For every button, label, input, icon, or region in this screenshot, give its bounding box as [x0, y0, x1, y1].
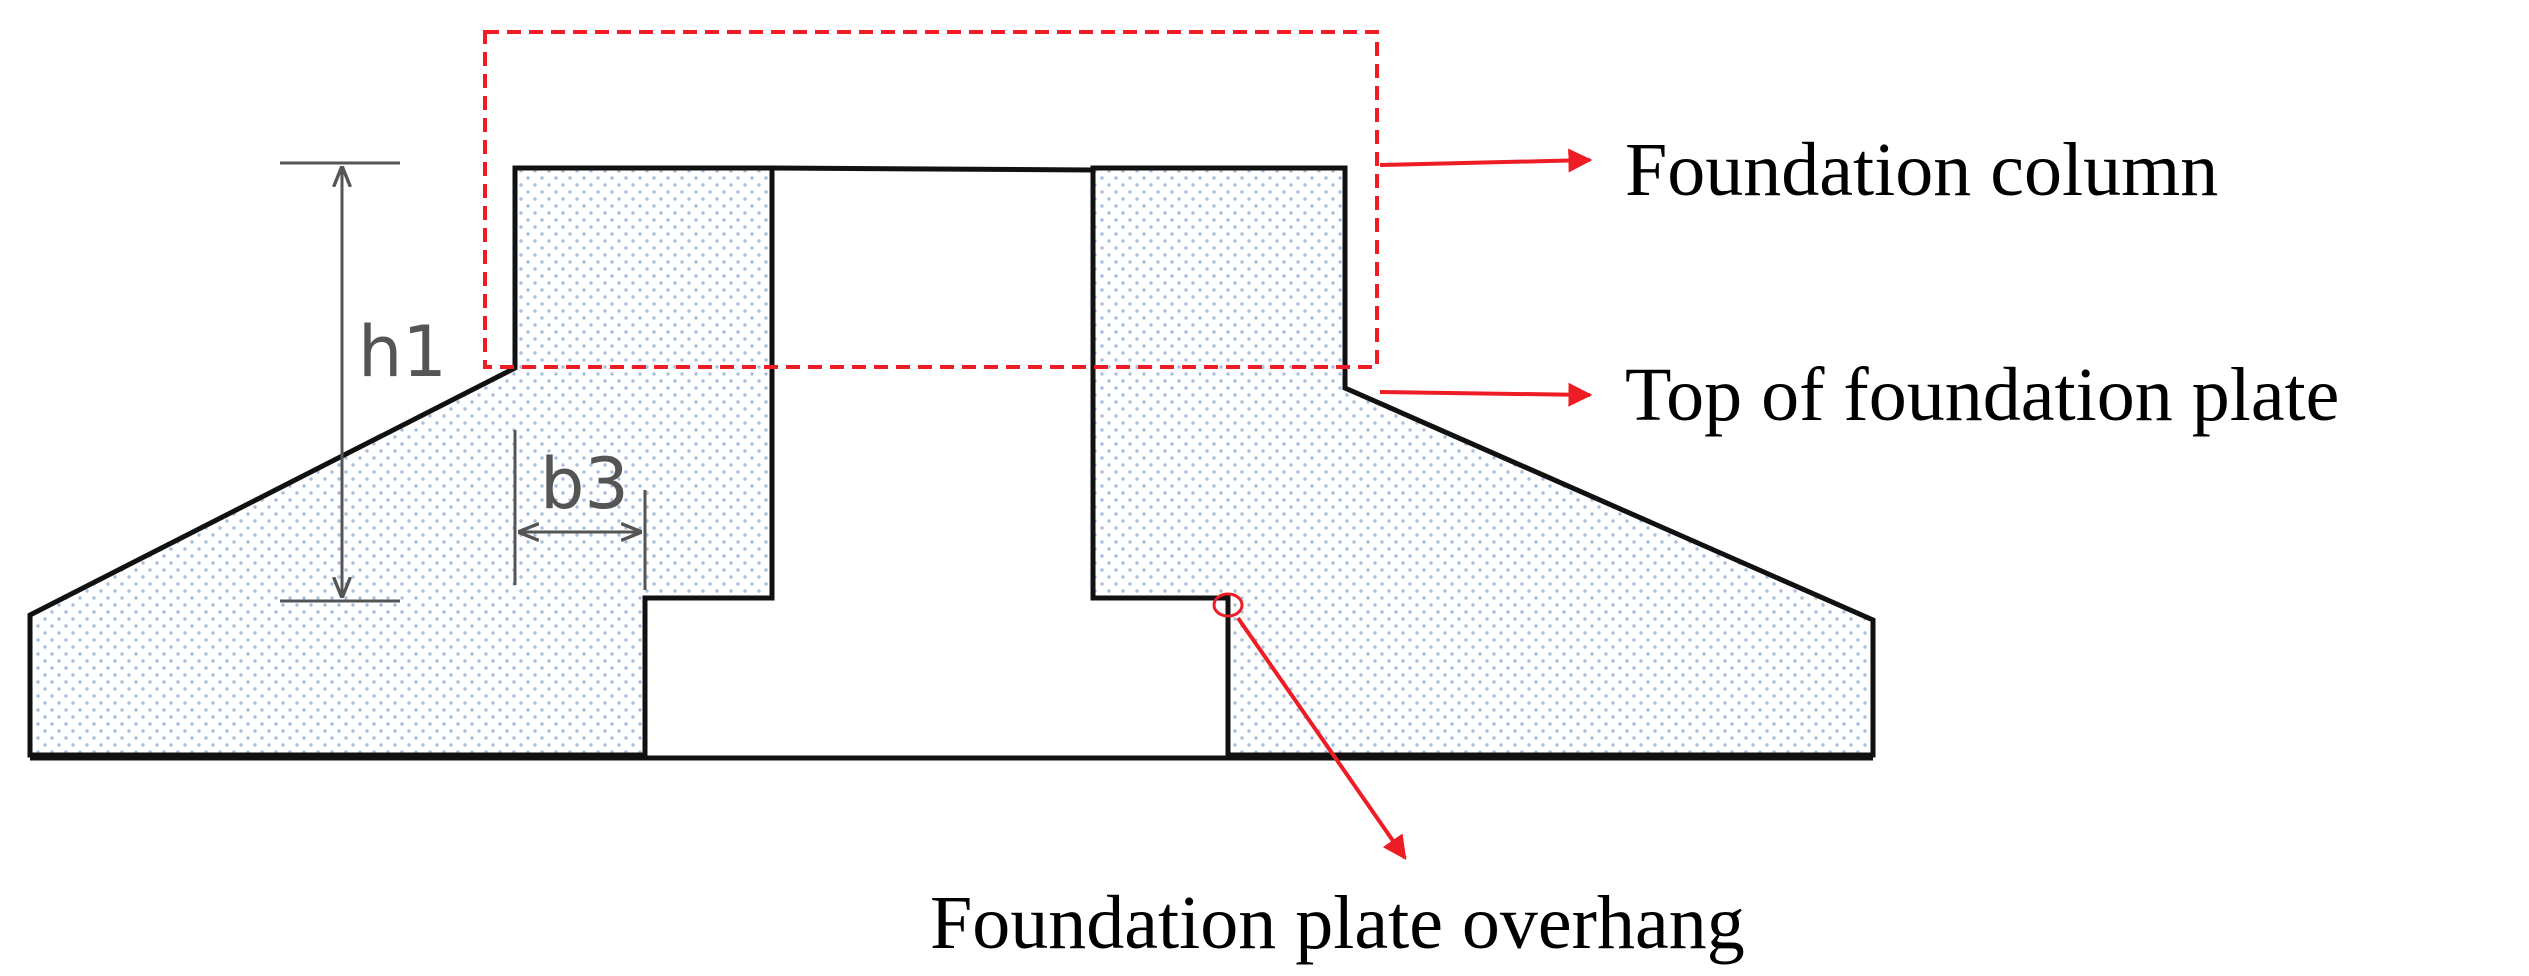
plate-overhang-arrow [1236, 616, 1407, 860]
top-of-plate-arrow [1379, 382, 1593, 407]
plate-overhang-label: Foundation plate overhang [930, 881, 1745, 965]
foundation-column-arrow [1379, 148, 1593, 173]
foundation-column-label: Foundation column [1625, 128, 2218, 212]
right-foundation-body [1090, 165, 1876, 758]
h1-dimension: h1 [280, 161, 447, 603]
h1-label: h1 [358, 311, 447, 393]
top-of-plate-label: Top of foundation plate [1625, 353, 2339, 437]
left-foundation-body [27, 165, 775, 758]
b3-label: b3 [540, 443, 629, 525]
column-top-edge [771, 165, 1094, 173]
foundation-column-marker [483, 30, 1379, 369]
overhang-marker-circle [1212, 592, 1244, 618]
b3-dimension: b3 [513, 430, 647, 590]
